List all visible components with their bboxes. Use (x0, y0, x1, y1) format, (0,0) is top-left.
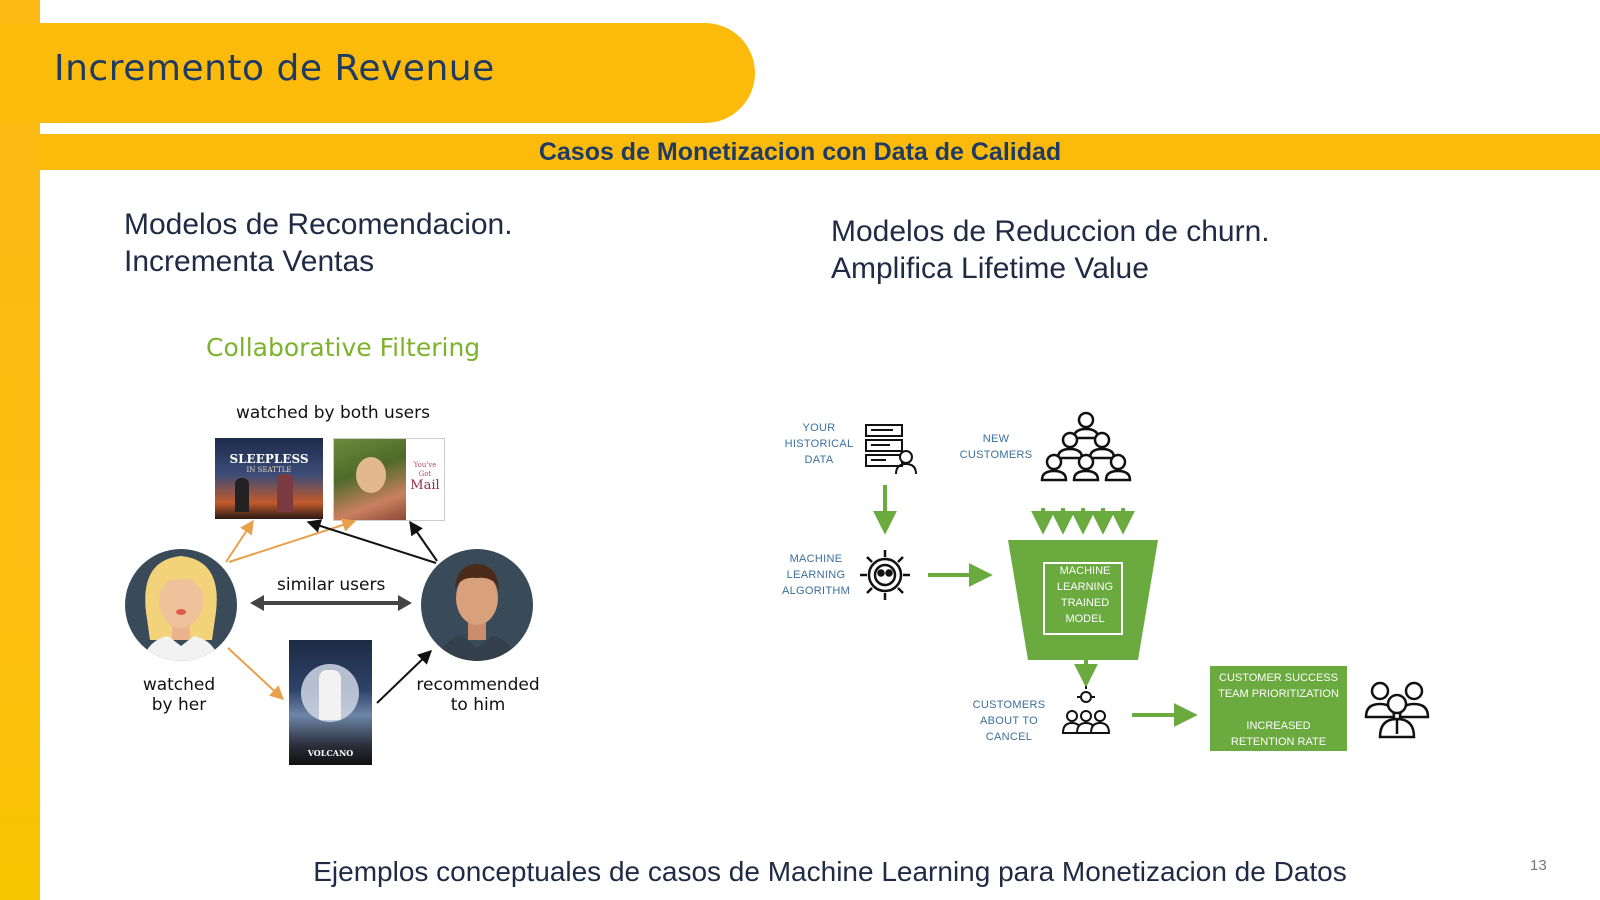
trained-model-funnel (1008, 540, 1158, 660)
slide-caption: Ejemplos conceptuales de casos de Machin… (313, 856, 1347, 887)
new-customers-arrows (1031, 508, 1135, 535)
arrow-her-to-poster2 (228, 518, 357, 563)
cs-line4: RETENTION RATE (1230, 736, 1327, 748)
poster-mail-line2: Got (418, 470, 432, 478)
trained-model-line1: MACHINE (1059, 565, 1111, 577)
arrow-her-to-poster1 (225, 519, 254, 563)
churn-heading-line2: Amplifica Lifetime Value (831, 252, 1149, 285)
subtitle-banner (40, 134, 1600, 170)
watched-by-her-line2: by her (151, 695, 207, 715)
customers-about-to-cancel-icon (1061, 686, 1111, 734)
poster-sleepless-in-seattle: SLEEPLESS IN SEATTLE (215, 438, 323, 519)
arrow-her-to-volcano (227, 647, 285, 700)
poster-sleepless-subtitle: IN SEATTLE (246, 466, 292, 474)
trained-model-line2: LEARNING (1056, 581, 1114, 593)
new-customers-label: NEW CUSTOMERS (955, 431, 1037, 463)
watched-by-her-line1: watched (142, 675, 216, 695)
cs-line2: TEAM PRIORITIZATION (1218, 688, 1339, 700)
poster-youve-got-mail: You've Got Mail (333, 438, 445, 521)
new-customers-line1: NEW (982, 433, 1010, 445)
customer-success-box: CUSTOMER SUCCESS TEAM PRIORITIZATION INC… (1210, 666, 1347, 751)
new-customers-crowd-icon (1040, 411, 1132, 482)
collaborative-filtering-title: Collaborative Filtering (206, 333, 481, 362)
left-accent-strip (0, 0, 40, 900)
ml-algorithm-label: MACHINE LEARNING ALGORITHM (775, 551, 857, 599)
page-number: 13 (1530, 857, 1547, 874)
historical-data-line2: HISTORICAL (784, 438, 854, 450)
arrow-him-to-poster1 (306, 519, 437, 564)
poster-mail-line3: Mail (410, 478, 440, 493)
historical-data-line3: DATA (804, 454, 834, 466)
cs-line3: INCREASED (1246, 720, 1311, 732)
similar-users-label: similar users (277, 575, 386, 595)
customer-success-team-icon (1364, 681, 1430, 739)
about-to-cancel-line2: ABOUT TO (979, 715, 1039, 727)
arrow-him-to-poster2 (409, 520, 438, 562)
recommended-to-him-label: recommended to him (413, 675, 543, 715)
about-to-cancel-line1: CUSTOMERS (972, 699, 1046, 711)
historical-data-line1: YOUR (802, 422, 836, 434)
slide-subtitle: Casos de Monetizacion con Data de Calida… (538, 138, 1062, 166)
historical-data-label: YOUR HISTORICAL DATA (780, 420, 858, 468)
churn-heading: Modelos de Reduccion de churn. Amplifica… (831, 213, 1270, 287)
poster-sleepless-title: SLEEPLESS (229, 452, 309, 466)
recommendation-heading-line2: Incrementa Ventas (124, 245, 375, 278)
ml-algorithm-line1: MACHINE (789, 553, 843, 565)
new-customers-line2: CUSTOMERS (959, 449, 1033, 461)
trained-model-line4: MODEL (1065, 613, 1105, 625)
churn-heading-line1: Modelos de Reduccion de churn. (831, 215, 1270, 248)
similar-users-arrow (250, 595, 412, 611)
avatar-him (421, 549, 533, 661)
watched-by-her-label: watched by her (120, 675, 238, 715)
recommended-to-him-line1: recommended (416, 675, 540, 695)
about-to-cancel-line3: CANCEL (985, 731, 1033, 743)
historical-data-icon (865, 424, 917, 475)
trained-model-label: MACHINE LEARNING TRAINED MODEL (1045, 563, 1125, 627)
about-to-cancel-label: CUSTOMERS ABOUT TO CANCEL (969, 697, 1049, 745)
watched-by-both-label: watched by both users (236, 403, 430, 423)
ml-algorithm-line3: ALGORITHM (781, 585, 851, 597)
ml-algorithm-line2: LEARNING (786, 569, 846, 581)
poster-volcano-title: VOLCANO (307, 748, 354, 758)
recommended-to-him-line2: to him (450, 695, 506, 715)
trained-model-line3: TRAINED (1060, 597, 1110, 609)
ml-algorithm-gear-icon (860, 550, 910, 600)
poster-joe-versus-volcano: VOLCANO (289, 640, 372, 765)
avatar-her (125, 549, 237, 661)
recommendation-heading-line1: Modelos de Recomendacion. (124, 208, 513, 241)
recommendation-heading: Modelos de Recomendacion. Incrementa Ven… (124, 206, 513, 280)
title-banner (0, 23, 755, 123)
arrow-recommend (376, 650, 433, 704)
poster-mail-line1: You've (413, 461, 437, 469)
cs-line1: CUSTOMER SUCCESS (1219, 672, 1338, 684)
slide-title: Incremento de Revenue (54, 48, 495, 89)
